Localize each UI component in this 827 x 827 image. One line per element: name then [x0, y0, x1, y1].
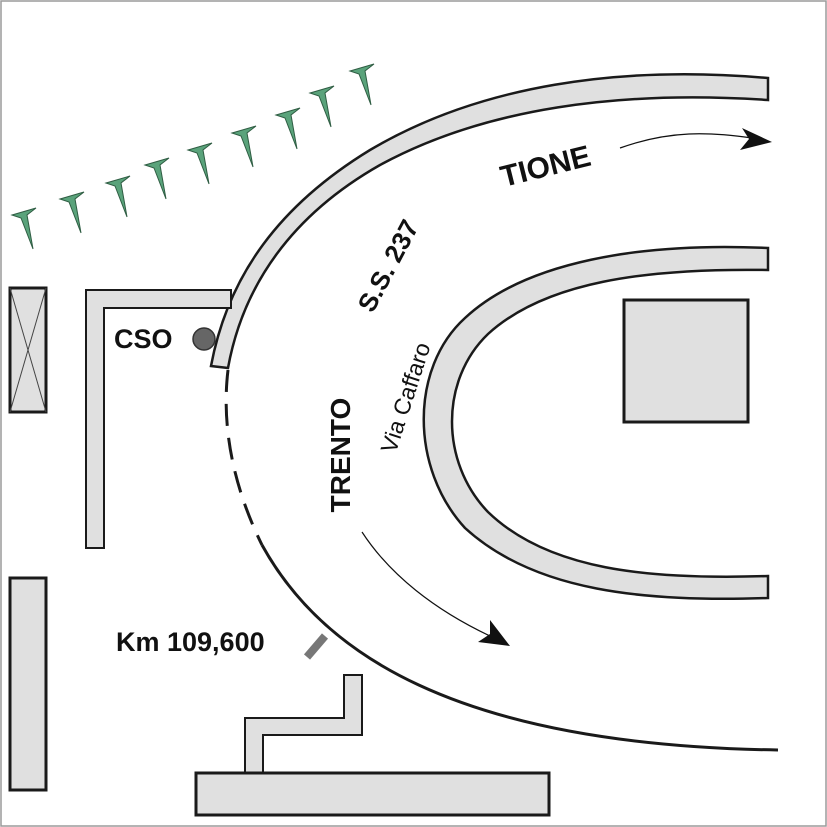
label-tione: TIONE — [497, 140, 594, 194]
tree-icon — [104, 175, 131, 218]
inner-road-band — [422, 245, 770, 601]
tree-icon — [143, 157, 170, 200]
station-marker-icon — [192, 327, 216, 351]
direction-arrow-icon — [361, 531, 510, 646]
tree-icon — [58, 191, 85, 234]
tree-icon — [274, 107, 301, 150]
building-square — [622, 298, 750, 424]
label-km: Km 109,600 — [116, 627, 265, 657]
tree-icon — [308, 85, 335, 128]
road-edge-solid — [260, 544, 779, 752]
road-edge-dashed — [224, 369, 264, 546]
building-crossed — [8, 286, 48, 414]
km-marker-icon — [303, 633, 329, 660]
tree-icon — [10, 207, 37, 250]
tree-icon — [348, 63, 375, 106]
label-station: CSO — [114, 324, 173, 354]
tree-row — [10, 63, 375, 250]
label-trento: TRENTO — [325, 398, 356, 513]
label-road-name: S.S. 237 — [351, 215, 424, 317]
direction-arrow-icon — [619, 128, 772, 150]
outer-road-band — [209, 72, 770, 370]
tree-icon — [230, 125, 257, 168]
tree-icon — [186, 142, 213, 185]
building-left-bottom — [8, 576, 48, 792]
building-bottom — [194, 771, 551, 817]
building-l-shape — [85, 289, 232, 549]
building-stepped — [244, 674, 363, 774]
